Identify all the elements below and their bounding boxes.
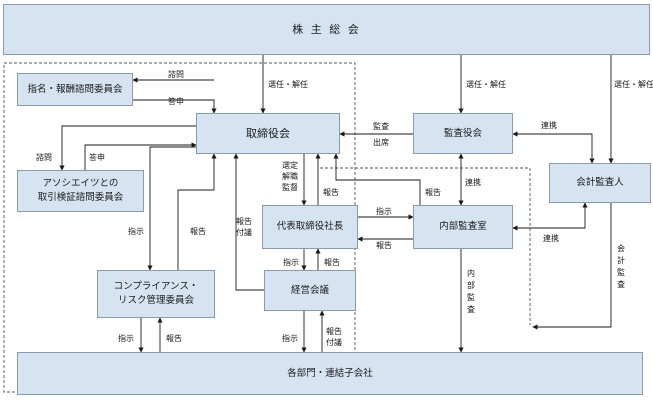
node-related-party-committee-label: アソシエイツとの 取引検証諮問委員会 bbox=[37, 178, 124, 203]
node-internal-audit: 内部監査室 bbox=[413, 205, 513, 249]
label-ia-report-ceo: 報告 bbox=[376, 241, 392, 250]
label-audit-attend-1: 監査 bbox=[373, 122, 389, 131]
node-internal-audit-label: 内部監査室 bbox=[439, 221, 487, 232]
node-related-party-committee: アソシエイツとの 取引検証諮問委員会 bbox=[17, 170, 144, 212]
label-ceo-report: 報告 bbox=[323, 188, 339, 197]
arrow-comp-report-board bbox=[177, 153, 217, 270]
node-ceo-label: 代表取締役社長 bbox=[276, 221, 344, 232]
arrow-cooperate-top bbox=[512, 131, 595, 164]
label-answer-rel: 答申 bbox=[89, 153, 105, 162]
node-management-meeting-label: 経営会議 bbox=[290, 284, 329, 296]
label-comp-instruct-dept: 指示 bbox=[118, 334, 134, 343]
arrow-accounting-audit bbox=[532, 203, 612, 330]
label-answer-nom: 答申 bbox=[168, 97, 184, 106]
label-consult-nom: 諮問 bbox=[168, 70, 184, 79]
node-shareholders-label: 株 主 総 会 bbox=[292, 22, 361, 36]
label-mgmt-report-ceo: 報告 bbox=[324, 258, 340, 267]
label-comp-report-board: 報告 bbox=[190, 227, 206, 236]
label-elect-audit: 選任・解任 bbox=[466, 80, 506, 89]
label-mgmt-instruct-dept: 指示 bbox=[282, 334, 298, 343]
node-shareholders: 株 主 総 会 bbox=[3, 4, 650, 55]
node-compliance-committee: コンプライアンス・ リスク管理委員会 bbox=[97, 270, 215, 318]
arrow-rel-consult bbox=[59, 125, 196, 171]
node-audit-board-label: 監査役会 bbox=[443, 127, 482, 139]
label-ceo-instruct-ia: 指示 bbox=[376, 207, 392, 216]
node-departments: 各部門・連結子会社 bbox=[17, 352, 643, 395]
arrow-mgmt-report-board bbox=[233, 153, 264, 291]
arrow-ia-report-board bbox=[333, 153, 421, 205]
label-audit-attend-2: 出席 bbox=[373, 138, 389, 147]
arrow-cooperate-bottom bbox=[512, 202, 588, 231]
label-internal-audit-vertical: 内 部 監 査 bbox=[467, 269, 475, 314]
node-ceo: 代表取締役社長 bbox=[262, 205, 358, 249]
arrow-board-instruct-comp bbox=[147, 146, 196, 271]
node-departments-label: 各部門・連結子会社 bbox=[287, 367, 373, 379]
label-cooperate-bottom: 連携 bbox=[543, 234, 559, 243]
label-mgmt-report-board: 報告 付議 bbox=[236, 217, 252, 237]
node-accounting-auditor: 会計監査人 bbox=[549, 163, 651, 203]
execution-scope-boundary bbox=[320, 167, 531, 325]
label-ia-report-board: 報告 bbox=[425, 188, 441, 197]
arrow-nom-answer bbox=[133, 99, 217, 114]
label-accounting-audit-vertical: 会 計 監 査 bbox=[617, 244, 625, 289]
label-board-instruct-comp: 指示 bbox=[128, 227, 144, 236]
node-board: 取締役会 bbox=[196, 113, 340, 154]
label-ceo-instruct-mgmt: 指示 bbox=[283, 258, 299, 267]
node-audit-board: 監査役会 bbox=[413, 113, 513, 154]
label-elect-board: 選任・解任 bbox=[268, 80, 308, 89]
label-dept-report-comp: 報告 bbox=[166, 334, 182, 343]
label-elect-auditor: 選任・解任 bbox=[614, 80, 653, 89]
node-nomination: 指名・報酬諮問委員会 bbox=[17, 73, 133, 106]
arrow-rel-answer bbox=[84, 142, 197, 170]
label-cooperate-top: 連携 bbox=[541, 121, 557, 130]
node-management-meeting: 経営会議 bbox=[264, 270, 356, 311]
node-compliance-committee-label: コンプライアンス・ リスク管理委員会 bbox=[113, 281, 199, 306]
node-nomination-label: 指名・報酬諮問委員会 bbox=[27, 83, 123, 95]
label-consult-rel: 諮問 bbox=[36, 153, 52, 162]
node-board-label: 取締役会 bbox=[246, 126, 290, 140]
label-dept-report-mgmt: 報告 付議 bbox=[326, 327, 342, 347]
node-accounting-auditor-label: 会計監査人 bbox=[576, 177, 624, 188]
label-board-to-ceo: 選定 解職 監督 bbox=[282, 161, 298, 192]
label-cooperate-mid: 連携 bbox=[465, 178, 481, 187]
